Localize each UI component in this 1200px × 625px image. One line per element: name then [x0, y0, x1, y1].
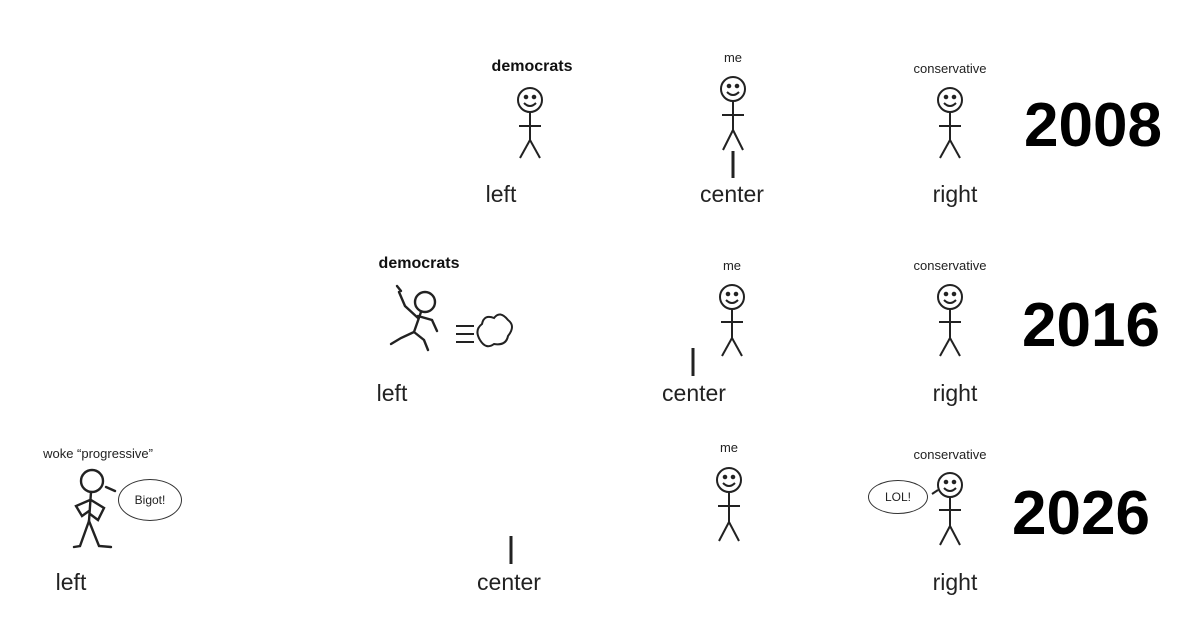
speech-bubble-bigot: Bigot!	[118, 479, 182, 521]
speech-bubble-lol: LOL!	[868, 480, 928, 514]
axis-left-2026: left	[55, 569, 87, 595]
label-democrats-2008: democrats	[491, 58, 573, 75]
stick-figure-conservative-2016	[937, 284, 963, 357]
label-woke-progressive-2026: woke “progressive”	[43, 446, 153, 461]
label-me-2016: me	[722, 258, 742, 273]
axis-right-2008: right	[932, 181, 978, 207]
label-conservative-2008: conservative	[913, 61, 987, 76]
label-me-2008: me	[723, 50, 743, 65]
label-democrats-2016: democrats	[378, 255, 460, 272]
stick-figure-woke-progressive-2026	[72, 468, 117, 549]
axis-right-2026: right	[932, 569, 978, 595]
axis-right-2016: right	[932, 380, 978, 406]
axis-center-2016: center	[662, 380, 726, 406]
year-2008: 2008	[1024, 91, 1162, 160]
axis-left-2008: left	[485, 181, 517, 207]
stick-figure-me-2026	[716, 467, 742, 542]
stick-figure-me-2008	[720, 76, 746, 151]
label-conservative-2026: conservative	[913, 447, 987, 462]
axis-left-2016: left	[376, 380, 408, 406]
stick-figure-democrats-2008	[517, 87, 543, 159]
dust-cloud-icon	[456, 313, 513, 348]
stick-figure-conservative-2008	[937, 87, 963, 159]
year-2026: 2026	[1012, 479, 1150, 548]
year-2016: 2016	[1022, 291, 1160, 360]
axis-center-2008: center	[700, 181, 764, 207]
label-conservative-2016: conservative	[913, 258, 987, 273]
stick-figure-conservative-2026	[931, 472, 963, 546]
axis-center-2026: center	[477, 569, 541, 595]
running-figure-democrats-2016	[389, 284, 439, 352]
label-me-2026: me	[719, 440, 739, 455]
stick-figure-me-2016	[719, 284, 745, 357]
